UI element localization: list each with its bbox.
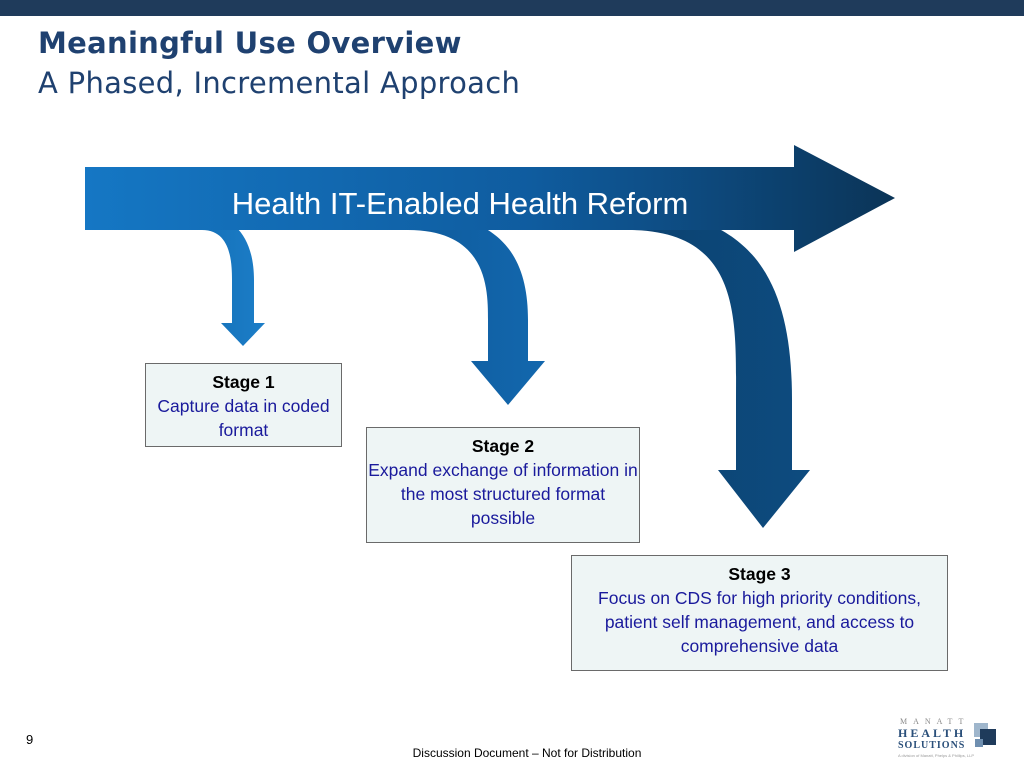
logo-square-dark [980, 729, 996, 745]
top-bar [0, 0, 1024, 16]
stage3-box: Stage 3 Focus on CDS for high priority c… [571, 555, 948, 671]
stage1-branch-arrow [202, 215, 265, 346]
stage3-branch-arrow [628, 210, 810, 528]
stage2-description: Expand exchange of information in the mo… [368, 460, 638, 528]
logo-line2: HEALTH [898, 726, 967, 740]
logo-line3: SOLUTIONS [898, 740, 966, 751]
stage2-box: Stage 2 Expand exchange of information i… [366, 427, 640, 543]
footer-note: Discussion Document – Not for Distributi… [412, 746, 642, 760]
stage1-name: Stage 1 [212, 372, 275, 392]
stage2-branch-arrow [408, 212, 545, 405]
stage1-description: Capture data in coded format [157, 396, 330, 440]
logo-line4: A division of Manatt, Phelps & Phillips,… [898, 753, 975, 758]
stage3-name: Stage 3 [728, 564, 791, 584]
stage1-box: Stage 1 Capture data in coded format [145, 363, 342, 447]
banner-text: Health IT-Enabled Health Reform [231, 186, 689, 221]
main-reform-arrow [85, 145, 895, 252]
page-number: 9 [26, 732, 34, 747]
logo-line1: MANATT [900, 717, 970, 726]
stage2-name: Stage 2 [471, 436, 535, 456]
slide-title: Meaningful Use Overview [38, 26, 462, 60]
company-logo: MANATT HEALTH SOLUTIONS A division of Ma… [894, 717, 1004, 763]
logo-square-mid [975, 739, 983, 747]
stage3-description: Focus on CDS for high priority condition… [598, 588, 921, 656]
slide-subtitle: A Phased, Incremental Approach [38, 66, 521, 100]
